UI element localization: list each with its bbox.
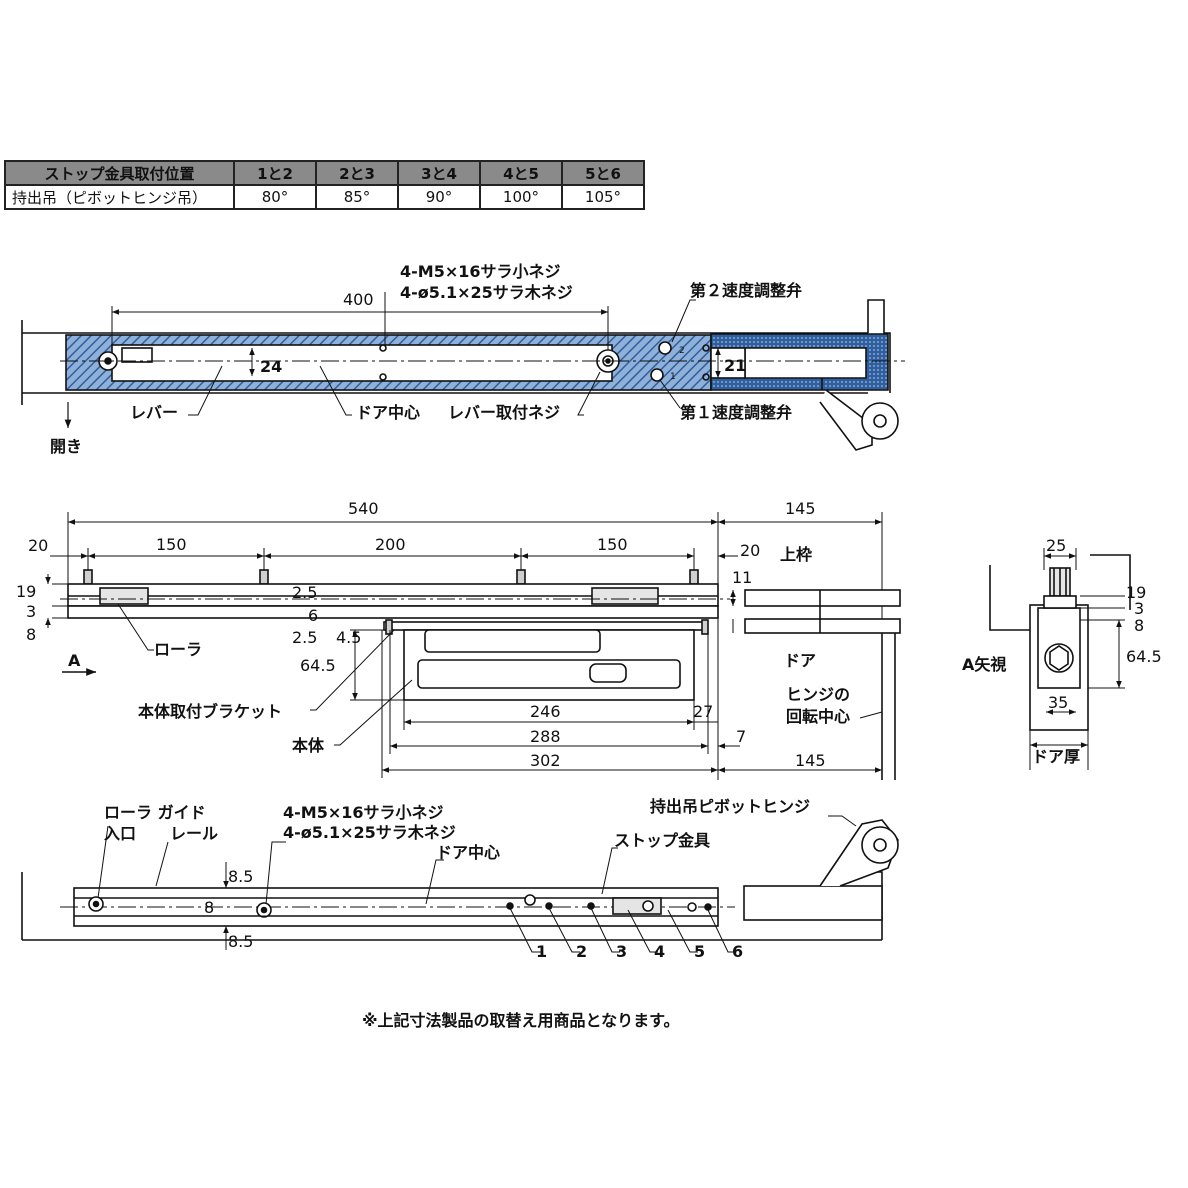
table-cell: 80° [233, 184, 317, 210]
stop-position-6: 6 [732, 942, 743, 961]
table-cell: 90° [397, 184, 481, 210]
lever-screw-label: レバー取付ネジ [448, 403, 560, 422]
table-header-cell: 4と5 [479, 160, 563, 186]
roller-guide-label: ローラ ガイド [104, 803, 206, 822]
bottom-door-center-label: ドア中心 [436, 843, 500, 862]
bottom-screw-label-2: 4-ø5.1×25サラ木ネジ [283, 823, 456, 842]
stop-position-2: 2 [576, 942, 587, 961]
end-dim-19: 19 [1126, 583, 1146, 602]
dim-24: 24 [260, 357, 282, 376]
speed-valve-2-label: 第２速度調整弁 [690, 281, 802, 300]
dim-145-bottom: 145 [795, 751, 826, 770]
stop-position-3: 3 [616, 942, 627, 961]
end-dim-8: 8 [1134, 616, 1144, 635]
dim-8: 8 [26, 625, 36, 644]
lever-label: レバー [130, 403, 178, 422]
footnote: ※上記寸法製品の取替え用商品となります。 [362, 1011, 679, 1030]
dim-145-top: 145 [785, 499, 816, 518]
table-header-cell: 1と2 [233, 160, 317, 186]
dim-246: 246 [530, 702, 561, 721]
table-header-row: ストップ金具取付位置 1と2 2と3 3と4 4と5 5と6 [4, 160, 645, 186]
bracket-label: 本体取付ブラケット [138, 702, 282, 721]
speed-valve-1-label: 第１速度調整弁 [680, 403, 792, 422]
table-cell: 持出吊（ピボットヒンジ吊） [4, 184, 235, 210]
table-cell: 105° [561, 184, 645, 210]
end-dim-64-5: 64.5 [1126, 647, 1162, 666]
screw-label-1: 4-M5×16サラ小ネジ [400, 262, 561, 281]
table-cell: 85° [315, 184, 399, 210]
end-view [989, 548, 1131, 770]
dim-8-bottom: 8 [204, 898, 214, 917]
stop-position-1: 1 [536, 942, 547, 961]
top-view [21, 292, 905, 451]
end-dim-35: 35 [1048, 693, 1068, 712]
hinge-center-label-2: 回転中心 [786, 707, 850, 726]
dim-7: 7 [736, 727, 746, 746]
dim-64-5: 64.5 [300, 656, 336, 675]
stop-fitting-label: ストップ金具 [614, 831, 710, 850]
hinge-center-label-1: ヒンジの [786, 685, 850, 704]
valve-mark-2: 2 [679, 346, 685, 356]
open-direction-label: 開き [50, 437, 82, 456]
dim-540: 540 [348, 499, 379, 518]
dim-288: 288 [530, 727, 561, 746]
dim-3: 3 [26, 602, 36, 621]
dim-6: 6 [308, 606, 318, 625]
dim-11: 11 [732, 568, 752, 587]
arrow-a-label: A [68, 651, 81, 670]
dim-20-left: 20 [28, 536, 48, 555]
dim-150-b: 150 [597, 535, 628, 554]
roller-label: ローラ [154, 640, 202, 659]
view-a-label: A矢視 [962, 655, 1006, 674]
door-thickness-label: ドア厚 [1032, 747, 1080, 766]
upper-frame-label: 上枠 [780, 545, 812, 564]
stop-position-4: 4 [654, 942, 665, 961]
door-label: ドア [784, 651, 816, 670]
valve-mark-1: 1 [670, 372, 676, 382]
screw-label-2: 4-ø5.1×25サラ木ネジ [400, 283, 573, 302]
table-header-cell: 2と3 [315, 160, 399, 186]
dim-21: 21 [724, 356, 746, 375]
bottom-screw-label-1: 4-M5×16サラ小ネジ [283, 803, 444, 822]
stop-position-5: 5 [694, 942, 705, 961]
pivot-hinge-label: 持出吊ピボットヒンジ [650, 797, 810, 816]
dim-20-right: 20 [740, 541, 760, 560]
end-dim-25: 25 [1046, 536, 1066, 555]
dim-2-5-b: 2.5 [292, 628, 317, 647]
dim-27: 27 [693, 702, 713, 721]
side-view [45, 512, 901, 780]
body-label: 本体 [292, 736, 325, 755]
dim-150-a: 150 [156, 535, 187, 554]
entrance-label: 入口 [104, 824, 136, 843]
bottom-view [21, 815, 899, 953]
stop-position-table: ストップ金具取付位置 1と2 2と3 3と4 4と5 5と6 持出吊（ピボットヒ… [4, 160, 645, 210]
table-row: 持出吊（ピボットヒンジ吊） 80° 85° 90° 100° 105° [4, 184, 645, 210]
dim-8-5-a: 8.5 [228, 867, 253, 886]
table-header-cell: 3と4 [397, 160, 481, 186]
end-dim-3: 3 [1134, 599, 1144, 618]
table-cell: 100° [479, 184, 563, 210]
table-header-cell: 5と6 [561, 160, 645, 186]
dim-400: 400 [343, 290, 374, 309]
dim-200: 200 [375, 535, 406, 554]
dim-302: 302 [530, 751, 561, 770]
rail-label: レール [170, 824, 218, 843]
dim-19: 19 [16, 582, 36, 601]
table-header-cell: ストップ金具取付位置 [4, 160, 235, 186]
dim-2-5-a: 2.5 [292, 583, 317, 602]
door-center-label: ドア中心 [356, 403, 420, 422]
dim-8-5-b: 8.5 [228, 932, 253, 951]
dim-4-5: 4.5 [336, 628, 361, 647]
